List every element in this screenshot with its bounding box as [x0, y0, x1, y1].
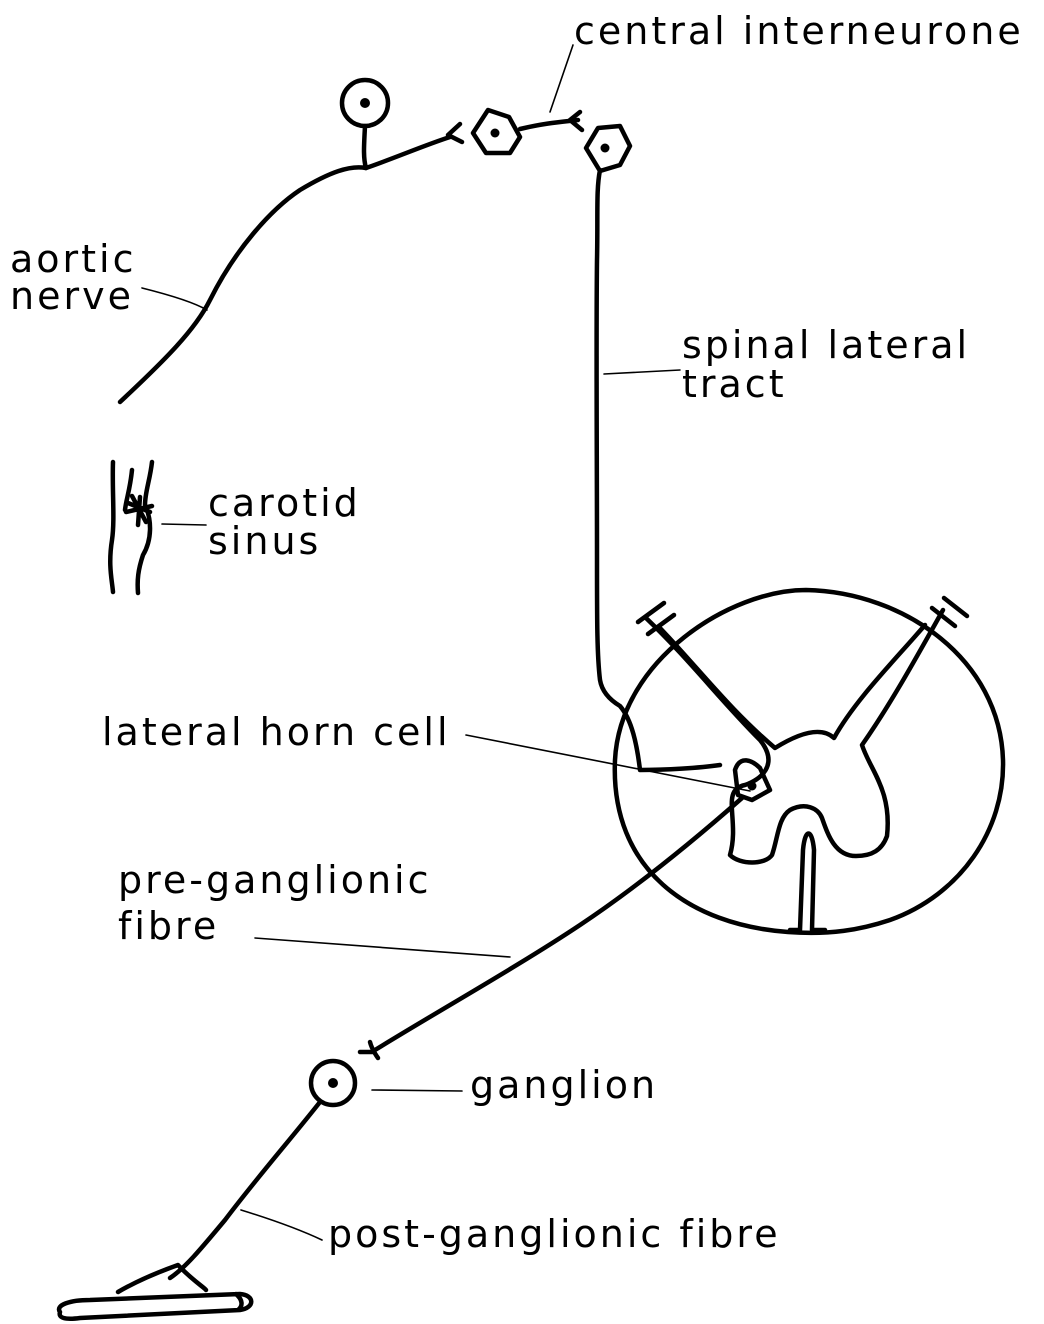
- sensory-cell-stalk: [364, 126, 366, 168]
- ganglion-cell-nucleus: [328, 1078, 338, 1088]
- leader-post-ganglionic-fibre: [241, 1210, 322, 1240]
- label-spinal-line1: spinal lateral: [682, 323, 970, 367]
- leader-lateral-horn-cell: [466, 735, 750, 791]
- carotid-wall-left: [110, 462, 113, 592]
- label-pre-line2: fibre: [118, 904, 219, 948]
- labels: central interneurone aortic nerve spinal…: [10, 9, 1024, 1256]
- label-lateral-horn-cell: lateral horn cell: [102, 710, 451, 754]
- label-post-ganglionic-fibre: post-ganglionic fibre: [328, 1212, 781, 1256]
- posterior-root-left: [638, 603, 674, 634]
- label-aortic-line2: nerve: [10, 274, 134, 318]
- label-carotid-line2: sinus: [208, 519, 321, 563]
- ganglion-cell: [311, 1061, 355, 1105]
- pre-ganglionic-fibre: [375, 798, 742, 1050]
- spinal-lateral-tract-fibre: [597, 170, 720, 770]
- leader-aortic-nerve: [142, 288, 207, 310]
- label-ganglion: ganglion: [470, 1063, 658, 1107]
- sensory-neurone: [120, 80, 462, 402]
- grey-matter-inner: [660, 625, 925, 748]
- label-central-interneurone: central interneurone: [574, 9, 1024, 53]
- spinal-cord-section: [615, 590, 1003, 933]
- sensory-cell-nucleus: [360, 98, 370, 108]
- anterior-median-fissure: [790, 834, 825, 931]
- effector-blood-vessel: [59, 1294, 251, 1319]
- central-interneurones: [473, 110, 630, 171]
- leader-lines: [142, 45, 750, 1240]
- leader-ganglion: [372, 1090, 462, 1091]
- label-spinal-line2: tract: [682, 362, 787, 406]
- post-ganglionic-terminal: [118, 1265, 206, 1292]
- leader-spinal-lateral-tract: [604, 370, 680, 374]
- leader-central-interneurone: [550, 45, 573, 112]
- leader-pre-ganglionic-fibre: [255, 938, 510, 957]
- post-ganglionic-fibre: [170, 1102, 320, 1278]
- leader-carotid-sinus: [162, 524, 206, 525]
- interneurone-nucleus-1: [491, 129, 500, 138]
- lateral-horn-cell-nucleus: [748, 782, 757, 791]
- carotid-sinus-icon: [110, 462, 152, 593]
- interneurone-nucleus-2: [601, 144, 610, 153]
- carotid-wall-right: [138, 462, 152, 593]
- pre-ganglionic-synapse: [360, 1042, 378, 1058]
- aortic-nerve-fibre: [120, 137, 450, 402]
- label-pre-line1: pre-ganglionic: [118, 858, 432, 902]
